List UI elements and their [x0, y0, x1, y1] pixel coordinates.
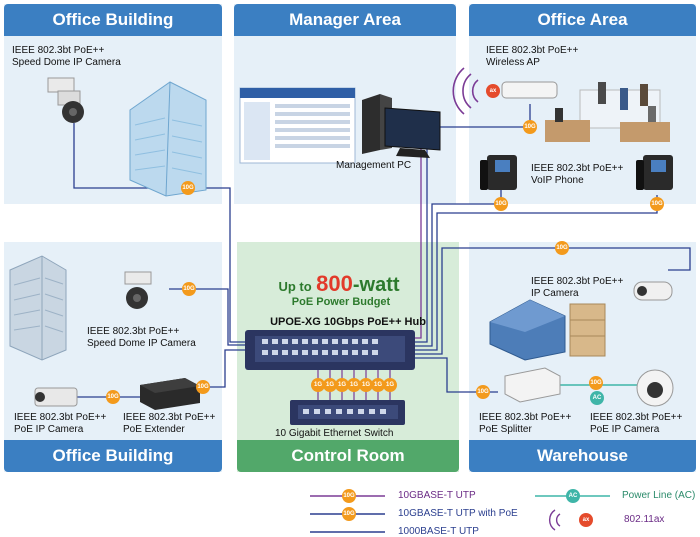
badge-10g: 10G	[196, 380, 210, 394]
badge-10g: 10G	[106, 390, 120, 404]
warehouse-building-icon	[489, 299, 606, 361]
voip-phone-right-icon	[636, 155, 673, 190]
speed-dome-camera-bottom-icon	[124, 271, 152, 309]
badge-1g: 1G	[311, 378, 325, 392]
label-poe-splitter: IEEE 802.3bt PoE++ PoE Splitter	[479, 412, 572, 435]
ip-camera-warehouse-icon	[633, 281, 673, 301]
legend-10gbase-t: 10GBASE-T UTP	[398, 490, 476, 501]
hub-name: UPOE-XG 10Gbps PoE++ Hub	[270, 316, 426, 328]
hub-up-to: Up to	[278, 279, 312, 294]
ten-gig-switch-icon	[290, 400, 405, 425]
badge-10g: 10G	[181, 181, 195, 195]
poe-ip-camera-left-icon	[34, 387, 78, 407]
speed-dome-camera-top-icon	[47, 77, 84, 123]
label-poe-ip-camera-right: IEEE 802.3bt PoE++ PoE IP Camera	[590, 412, 683, 435]
office-workers-illustration	[545, 82, 670, 142]
legend-badge-10g: 10G	[342, 507, 356, 521]
management-ui-screenshot	[239, 87, 356, 164]
area-warehouse: Warehouse	[469, 440, 696, 472]
badge-1g: 1G	[371, 378, 385, 392]
legend-wifi: 802.11ax	[624, 514, 665, 525]
management-pc-icon	[362, 94, 441, 158]
legend-badge-ac: AC	[566, 489, 580, 503]
poe-extender-icon	[140, 378, 200, 410]
poe-hub-icon	[245, 330, 415, 370]
badge-1g: 1G	[383, 378, 397, 392]
badge-1g: 1G	[347, 378, 361, 392]
legend-badge-ax: ax	[579, 513, 593, 527]
management-cable	[400, 144, 422, 339]
label-ten-gig-switch: 10 Gigabit Ethernet Switch	[275, 428, 394, 439]
panel-warehouse	[469, 242, 696, 472]
badge-10g: 10G	[523, 120, 537, 134]
badge-10g: 10G	[182, 282, 196, 296]
badge-1g: 1G	[359, 378, 373, 392]
badge-10g: 10G	[476, 385, 490, 399]
office-building-icon	[129, 81, 207, 197]
badge-1g: 1G	[335, 378, 349, 392]
badge-1g: 1G	[323, 378, 337, 392]
label-speed-dome-top: IEEE 802.3bt PoE++ Speed Dome IP Camera	[12, 45, 121, 68]
area-manager-area: Manager Area	[234, 4, 456, 36]
wifi-signal-icon	[452, 67, 479, 115]
badge-10g: 10G	[555, 241, 569, 255]
hub-power-headline: Up to 800-watt	[254, 271, 424, 297]
badge-10g: 10G	[494, 197, 508, 211]
legend-power-line: Power Line (AC)	[622, 490, 696, 501]
label-ip-camera-warehouse: IEEE 802.3bt PoE++ IP Camera	[531, 276, 624, 299]
label-poe-extender: IEEE 802.3bt PoE++ PoE Extender	[123, 412, 216, 435]
badge-ax: ax	[486, 84, 500, 98]
poe-ip-camera-right-icon	[636, 369, 674, 407]
area-office-building-bottom: Office Building	[4, 440, 222, 472]
badge-10g: 10G	[650, 197, 664, 211]
area-office-building-top: Office Building	[4, 4, 222, 36]
hub-power-budget: PoE Power Budget	[291, 296, 391, 308]
poe-splitter-icon	[504, 367, 561, 403]
area-office-area: Office Area	[469, 4, 696, 36]
legend-badge-10g: 10G	[342, 489, 356, 503]
wireless-ap-icon	[501, 81, 558, 99]
legend-1000base-t: 1000BASE-T UTP	[398, 526, 479, 537]
badge-ac: AC	[590, 391, 604, 405]
office-building-bottom-icon	[9, 255, 67, 361]
badge-10g: 10G	[589, 376, 603, 390]
label-poe-ip-camera-left: IEEE 802.3bt PoE++ PoE IP Camera	[14, 412, 107, 435]
hub-watt-unit: -watt	[352, 274, 400, 296]
hub-watt-number: 800	[316, 271, 353, 296]
label-management-pc: Management PC	[336, 160, 412, 171]
area-control-room: Control Room	[237, 440, 459, 472]
legend-10gbase-t-poe: 10GBASE-T UTP with PoE	[398, 508, 518, 519]
label-wireless-ap: IEEE 802.3bt PoE++ Wireless AP	[486, 45, 579, 68]
label-voip-phone: IEEE 802.3bt PoE++ VoIP Phone	[531, 163, 624, 186]
label-speed-dome-bottom: IEEE 802.3bt PoE++ Speed Dome IP Camera	[87, 326, 196, 349]
voip-phone-left-icon	[480, 155, 517, 190]
